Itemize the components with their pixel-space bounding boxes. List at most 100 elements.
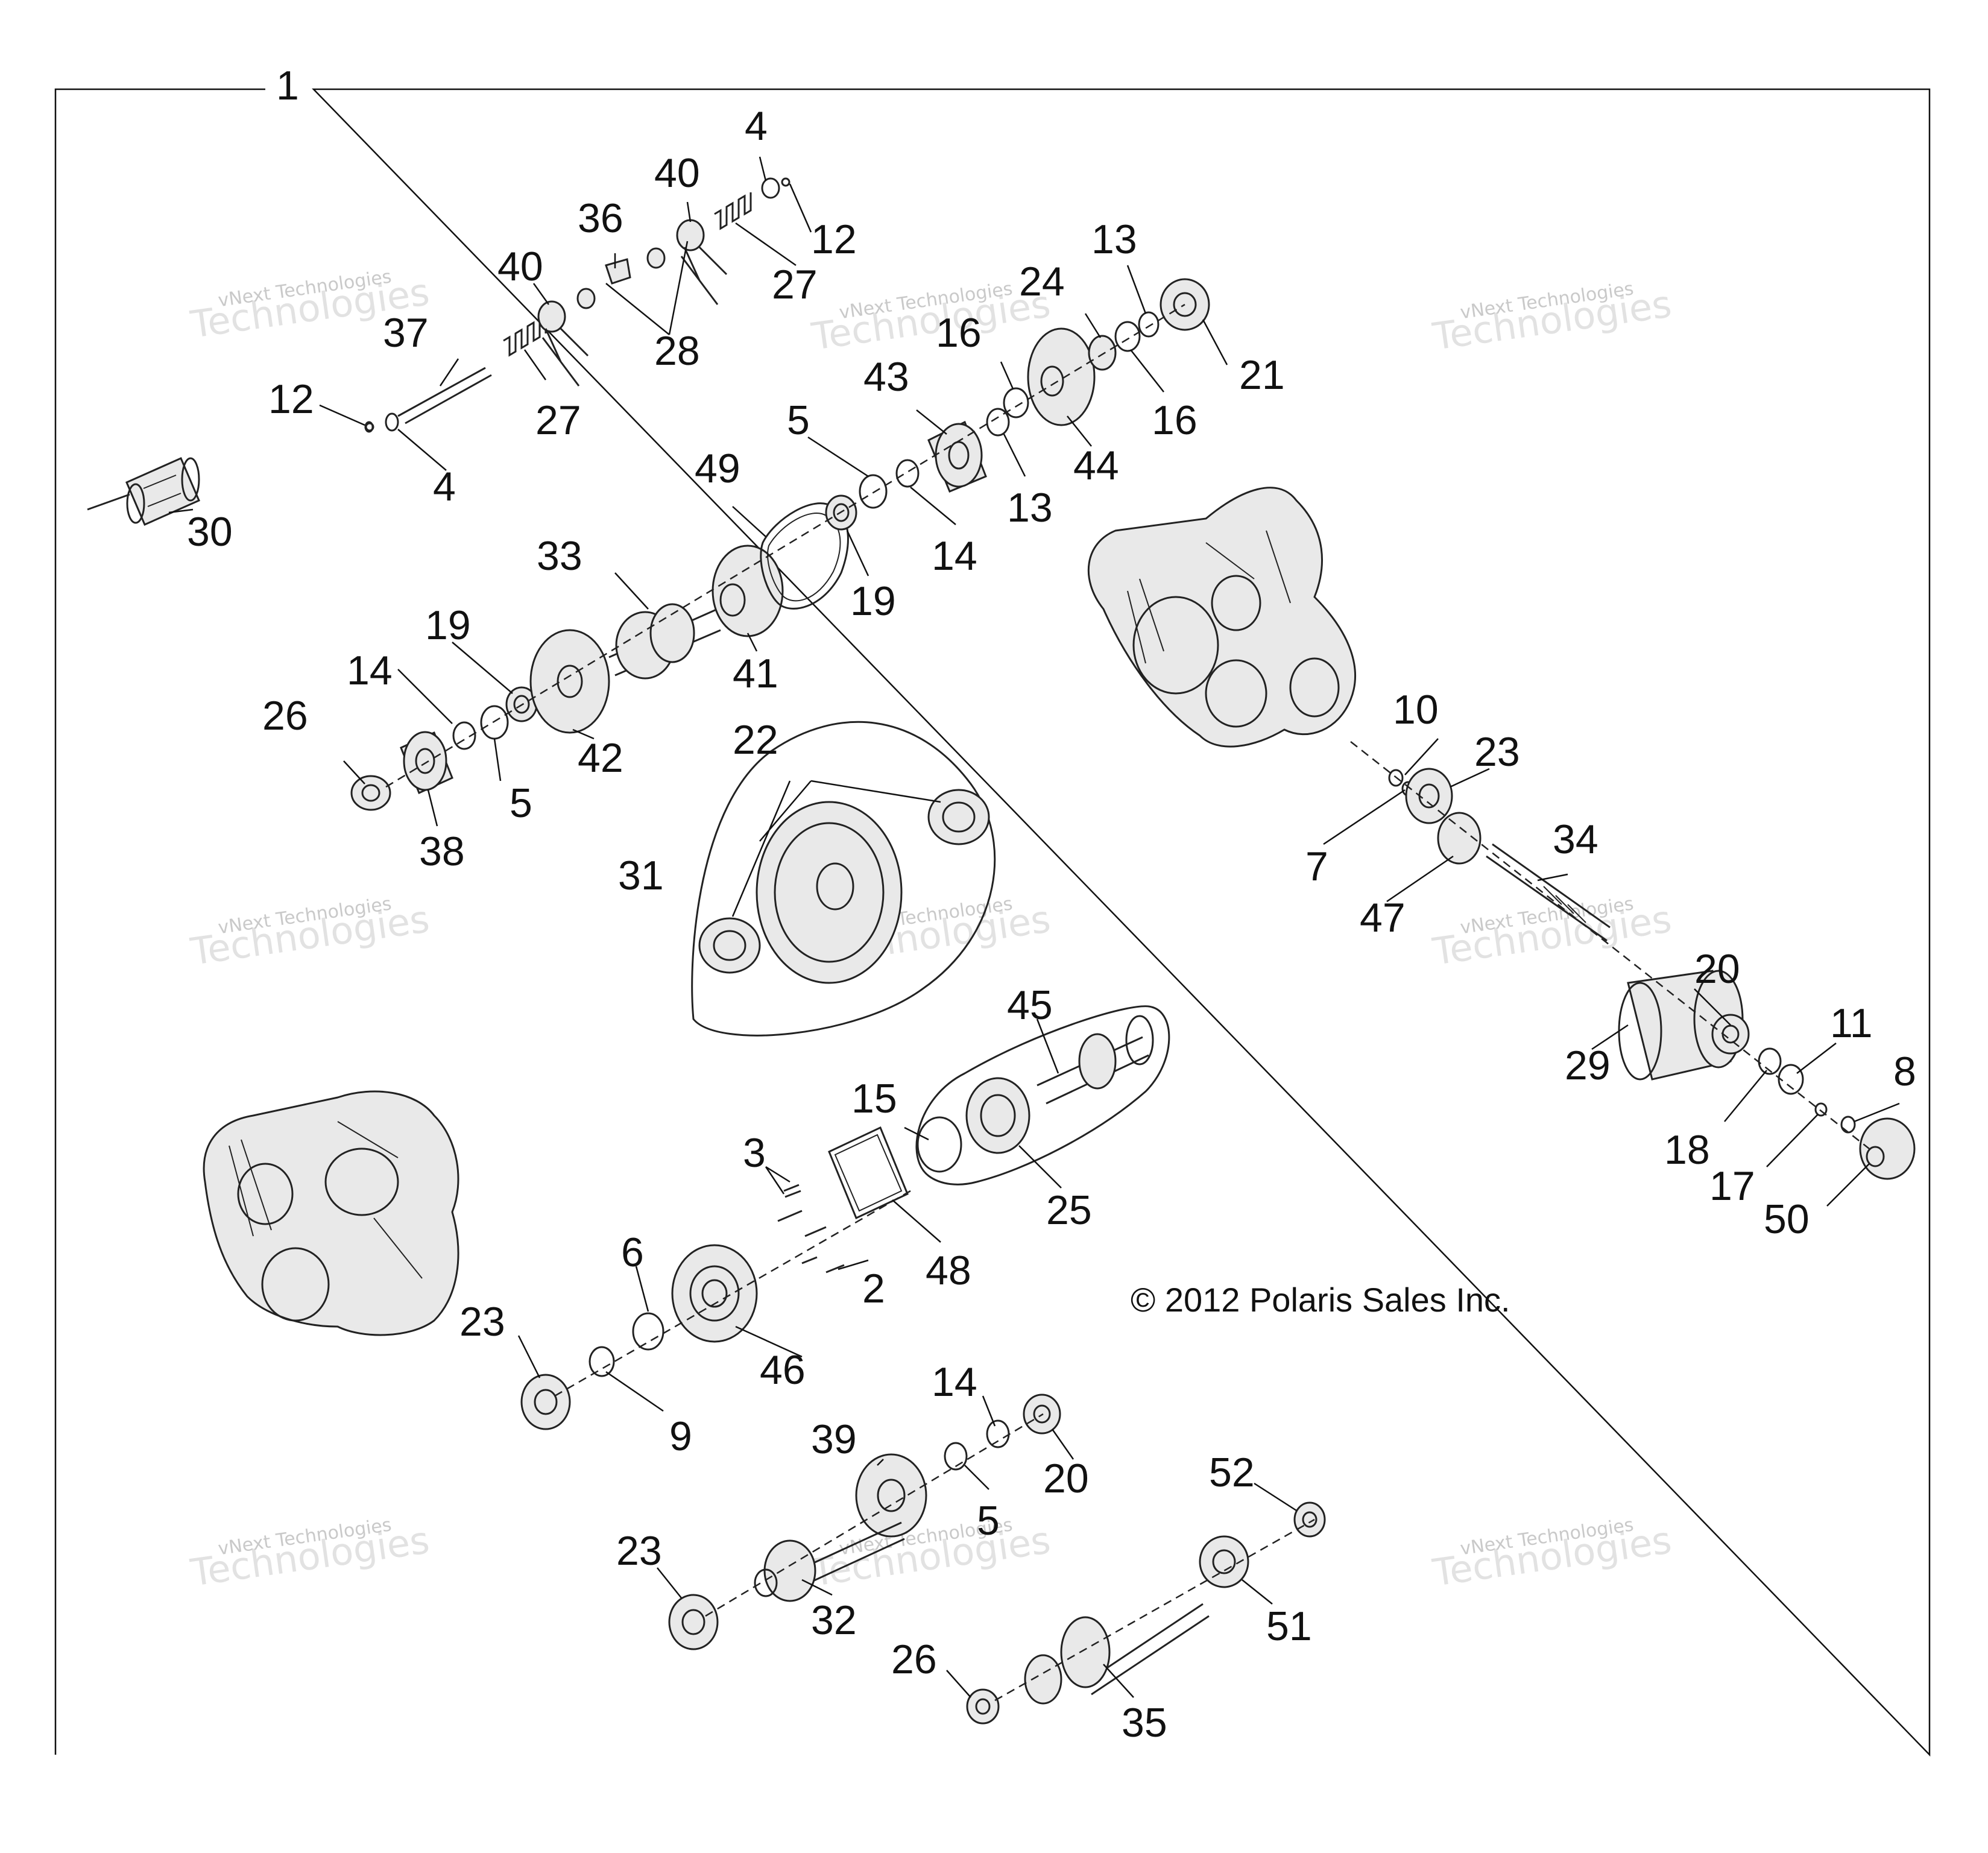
- callout-12: 12: [811, 216, 857, 262]
- watermark: Technologies vNext Technologies: [188, 893, 432, 974]
- callout-28: 28: [654, 328, 700, 374]
- callout-10: 10: [1393, 687, 1439, 733]
- ring-16-left: [1003, 387, 1029, 418]
- callout-26: 26: [891, 1637, 937, 1682]
- callout-5: 5: [510, 780, 532, 826]
- shaft-32: [754, 1521, 905, 1602]
- screws-2: [801, 1256, 845, 1274]
- watermark-layer: Technologies vNext Technologies Technolo…: [188, 266, 1674, 1595]
- callout-45: 45: [1007, 982, 1053, 1028]
- callout-39: 39: [811, 1416, 857, 1462]
- callout-27: 27: [772, 262, 818, 308]
- bearing-41: [712, 545, 784, 637]
- callout-13: 13: [1091, 216, 1137, 262]
- ring-10: [1388, 769, 1404, 787]
- shift-fork-40-left: [537, 300, 589, 387]
- callout-42: 42: [578, 735, 623, 781]
- gear-kit-45: [915, 1005, 1170, 1185]
- output-shaft-34: [1486, 843, 1611, 942]
- callout-35: 35: [1122, 1700, 1167, 1746]
- ring-9: [589, 1346, 615, 1377]
- ring-6: [632, 1312, 664, 1351]
- callout-47: 47: [1360, 895, 1406, 941]
- callout-20: 20: [1043, 1456, 1089, 1501]
- shift-rail-37: [364, 367, 492, 433]
- callout-17: 17: [1709, 1163, 1755, 1209]
- callout-52: 52: [1209, 1450, 1255, 1495]
- bearing-20-right: [1711, 1014, 1750, 1055]
- callout-14: 14: [932, 533, 977, 579]
- callout-9: 9: [669, 1413, 692, 1459]
- callout-48: 48: [926, 1248, 971, 1293]
- bearing-26-bottom: [966, 1688, 1000, 1725]
- watermark: Technologies vNext Technologies: [1430, 278, 1674, 359]
- callout-14: 14: [932, 1359, 977, 1405]
- shift-drum-30: [87, 457, 200, 526]
- callout-26: 26: [262, 693, 308, 739]
- axis-line-main: [385, 303, 1185, 788]
- callout-3: 3: [743, 1130, 766, 1176]
- callout-22: 22: [733, 717, 778, 763]
- gasket-48: [828, 1126, 909, 1220]
- gear-46: [671, 1244, 758, 1343]
- callout-44: 44: [1073, 443, 1119, 488]
- ring-14-left: [452, 721, 476, 750]
- ring-16-right: [1114, 321, 1141, 352]
- callout-4: 4: [745, 103, 768, 149]
- callout-27: 27: [535, 397, 581, 443]
- ring-17: [1814, 1102, 1828, 1117]
- callout-19: 19: [850, 578, 896, 624]
- ring-11: [1778, 1064, 1804, 1095]
- main-shaft-33: [608, 603, 721, 680]
- callout-24: 24: [1019, 259, 1065, 305]
- callout-13: 13: [1007, 485, 1053, 531]
- watermark: Technologies vNext Technologies: [809, 278, 1053, 359]
- spring-27-right: [714, 192, 752, 230]
- seal-47: [1437, 812, 1482, 865]
- leader-lines: [168, 156, 1900, 1698]
- shift-fork-40-right: [676, 219, 728, 305]
- callout-30: 30: [187, 509, 233, 555]
- gear-39: [855, 1453, 927, 1538]
- callout-12: 12: [268, 376, 314, 422]
- ring-5-left: [480, 705, 509, 740]
- callout-labels: 30 12 4 37 40 27 36 28 40 27 4 12 26 14 …: [187, 103, 1916, 1746]
- ring-14-bottom: [986, 1419, 1010, 1448]
- callout-16: 16: [936, 310, 982, 356]
- callout-34: 34: [1553, 816, 1598, 862]
- ring-13-mid: [986, 408, 1010, 437]
- callout-23: 23: [616, 1528, 662, 1574]
- bearing-26-top: [350, 775, 391, 811]
- bearing-23-mid: [520, 1374, 571, 1430]
- detent-parts-28-36: [365, 177, 790, 432]
- callout-15: 15: [851, 1076, 897, 1122]
- callout-33: 33: [537, 533, 582, 579]
- gear-42: [529, 629, 610, 734]
- callout-16: 16: [1152, 397, 1198, 443]
- callout-18: 18: [1664, 1127, 1710, 1173]
- ring-5-bottom: [944, 1442, 968, 1471]
- callout-11: 11: [1830, 1000, 1873, 1046]
- callout-20: 20: [1694, 946, 1740, 992]
- ring-5-right: [859, 474, 888, 509]
- chain-49: [760, 502, 849, 610]
- callout-51: 51: [1266, 1603, 1312, 1649]
- callout-23: 23: [1474, 729, 1520, 775]
- callout-49: 49: [695, 446, 740, 491]
- callout-2: 2: [862, 1266, 885, 1312]
- callout-23: 23: [459, 1299, 505, 1345]
- callout-40: 40: [497, 244, 543, 289]
- callout-6: 6: [621, 1230, 644, 1275]
- copyright-notice: © 2012 Polaris Sales Inc.: [1131, 1281, 1510, 1319]
- bearing-23-bottom: [668, 1594, 719, 1650]
- case-half-left: [203, 1090, 459, 1336]
- hub-43: [927, 420, 987, 493]
- ring-13-top: [1138, 311, 1160, 338]
- callout-46: 46: [760, 1347, 806, 1393]
- gear-44: [1027, 327, 1096, 426]
- watermark: Technologies vNext Technologies: [809, 1514, 1053, 1595]
- callout-38: 38: [419, 829, 465, 874]
- ring-8: [1840, 1116, 1856, 1134]
- assembly-frame: 1: [54, 63, 1931, 1757]
